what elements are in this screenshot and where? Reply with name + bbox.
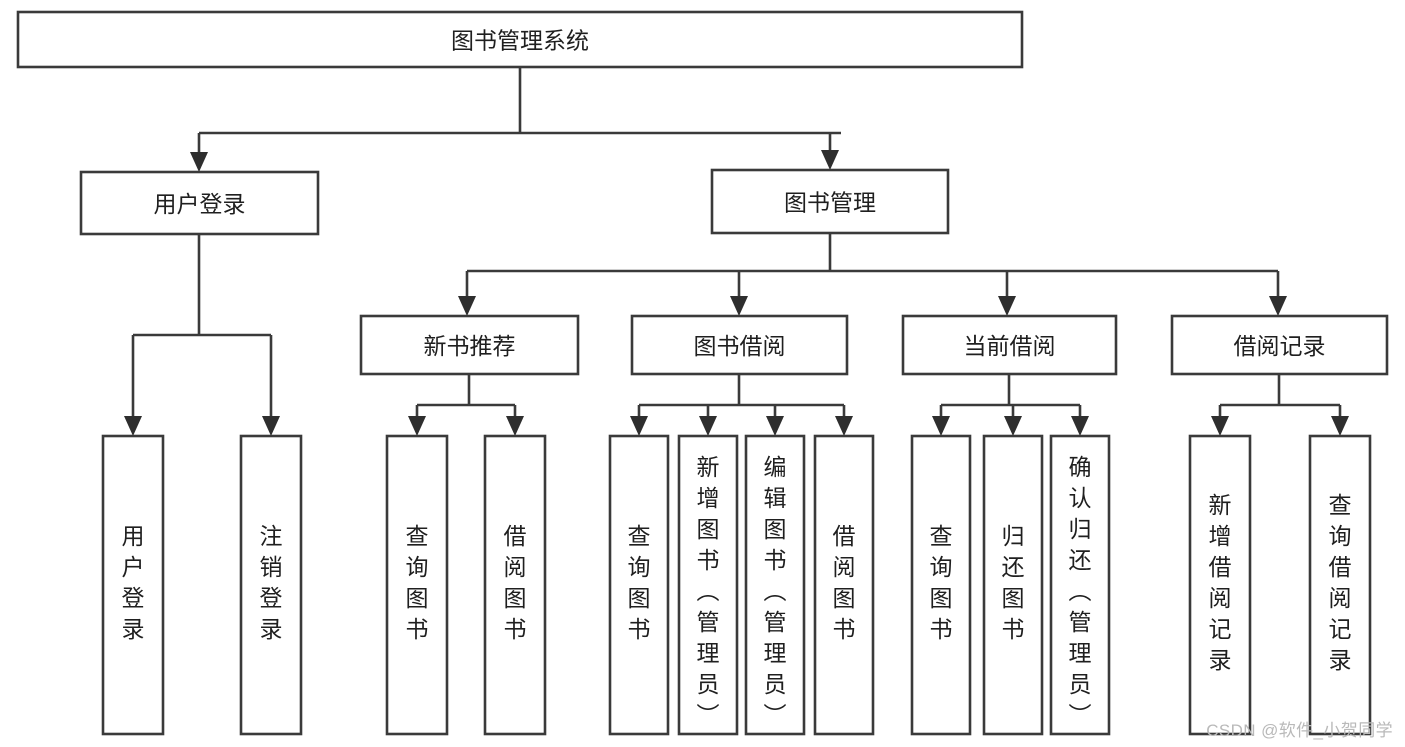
node-root-rect[interactable]	[16, 10, 1024, 69]
node-layer: 图书管理系统 用户登录 图书管理 新书推荐 图书借阅 当前借阅	[16, 10, 1389, 736]
node-new-book-recommend-rect[interactable]	[359, 314, 580, 376]
leaf-query-books-current-label: 查询图书	[930, 523, 953, 642]
leaf-add-borrow-record-label: 新增借阅记录	[1209, 492, 1232, 673]
arrowhead-to-leaf-11	[1211, 416, 1229, 436]
node-user-login-label: 用户登录	[154, 191, 246, 217]
leaf-add-borrow-record-rect[interactable]	[1188, 434, 1252, 736]
node-borrow-records[interactable]: 借阅记录	[1170, 314, 1389, 376]
arrowhead-to-book-mgmt	[821, 150, 839, 170]
arrowhead-to-new-books	[458, 296, 476, 316]
arrowhead-to-leaf-6	[766, 416, 784, 436]
node-new-book-recommend-label: 新书推荐	[424, 333, 516, 359]
leaf-logout-rect[interactable]	[239, 434, 303, 736]
leaf-query-books-recommend-rect[interactable]	[385, 434, 449, 736]
leaf-query-borrow-record-label: 查询借阅记录	[1329, 492, 1352, 673]
arrowhead-to-leaf-2	[408, 416, 426, 436]
node-root[interactable]: 图书管理系统	[16, 10, 1024, 69]
leaf-user-login-label: 用户登录	[122, 523, 145, 642]
leaf-query-books-borrow-rect[interactable]	[608, 434, 670, 736]
arrowhead-to-leaf-5	[699, 416, 717, 436]
node-borrow-records-rect[interactable]	[1170, 314, 1389, 376]
leaf-borrow-books-recommend[interactable]: 借阅图书	[483, 434, 547, 736]
leaf-query-books-current-rect[interactable]	[910, 434, 972, 736]
arrowhead-to-leaf-12	[1331, 416, 1349, 436]
leaf-edit-book-admin-rect[interactable]	[744, 434, 806, 736]
leaf-return-book-label: 归还图书	[1002, 523, 1025, 642]
node-current-borrow[interactable]: 当前借阅	[901, 314, 1118, 376]
arrowhead-to-leaf-1	[262, 416, 280, 436]
node-root-label: 图书管理系统	[451, 28, 589, 54]
node-new-book-recommend[interactable]: 新书推荐	[359, 314, 580, 376]
leaf-query-books-borrow[interactable]: 查询图书	[608, 434, 670, 736]
node-book-borrow[interactable]: 图书借阅	[630, 314, 849, 376]
node-book-borrow-label: 图书借阅	[694, 333, 786, 359]
node-book-borrow-rect[interactable]	[630, 314, 849, 376]
arrowhead-to-current	[998, 296, 1016, 316]
leaf-borrow-books-recommend-label: 借阅图书	[504, 523, 527, 642]
arrowhead-to-leaf-8	[932, 416, 950, 436]
node-borrow-records-label: 借阅记录	[1234, 333, 1326, 359]
node-current-borrow-rect[interactable]	[901, 314, 1118, 376]
arrowhead-to-user-login	[190, 152, 208, 172]
leaf-add-borrow-record[interactable]: 新增借阅记录	[1188, 434, 1252, 736]
leaf-query-books-recommend-label: 查询图书	[406, 523, 429, 642]
leaf-confirm-return-admin[interactable]: 确认归还︵管理员︶	[1049, 434, 1111, 736]
leaf-return-book[interactable]: 归还图书	[982, 434, 1044, 736]
leaf-confirm-return-admin-label: 确认归还︵管理员︶	[1069, 454, 1092, 728]
leaf-return-book-rect[interactable]	[982, 434, 1044, 736]
arrowhead-to-leaf-3	[506, 416, 524, 436]
leaf-query-books-recommend[interactable]: 查询图书	[385, 434, 449, 736]
node-user-login[interactable]: 用户登录	[79, 170, 320, 236]
leaf-edit-book-admin-label: 编辑图书︵管理员︶	[764, 454, 787, 728]
leaf-user-login[interactable]: 用户登录	[101, 434, 165, 736]
node-current-borrow-label: 当前借阅	[964, 333, 1056, 359]
arrowhead-to-leaf-7	[835, 416, 853, 436]
leaf-logout-label: 注销登录	[260, 523, 283, 642]
leaf-confirm-return-admin-rect[interactable]	[1049, 434, 1111, 736]
leaf-query-books-current[interactable]: 查询图书	[910, 434, 972, 736]
node-book-management-label: 图书管理	[784, 190, 876, 216]
connector-layer	[131, 67, 1342, 418]
leaf-borrow-book-rect[interactable]	[813, 434, 875, 736]
leaf-add-book-admin-rect[interactable]	[677, 434, 739, 736]
leaf-query-books-borrow-label: 查询图书	[628, 523, 651, 642]
node-book-management[interactable]: 图书管理	[710, 168, 950, 235]
leaf-logout[interactable]: 注销登录	[239, 434, 303, 736]
leaf-user-login-rect[interactable]	[101, 434, 165, 736]
arrowhead-to-leaf-4	[630, 416, 648, 436]
leaf-edit-book-admin[interactable]: 编辑图书︵管理员︶	[744, 434, 806, 736]
leaf-query-borrow-record[interactable]: 查询借阅记录	[1308, 434, 1372, 736]
leaf-query-borrow-record-rect[interactable]	[1308, 434, 1372, 736]
leaf-borrow-book-label: 借阅图书	[833, 523, 856, 642]
leaf-borrow-book[interactable]: 借阅图书	[813, 434, 875, 736]
arrowhead-to-leaf-10	[1071, 416, 1089, 436]
arrowhead-to-borrow	[730, 296, 748, 316]
leaf-borrow-books-recommend-rect[interactable]	[483, 434, 547, 736]
leaf-add-book-admin-label: 新增图书︵管理员︶	[697, 454, 720, 728]
leaf-add-book-admin[interactable]: 新增图书︵管理员︶	[677, 434, 739, 736]
arrowhead-to-leaf-9	[1004, 416, 1022, 436]
arrowhead-to-records	[1269, 296, 1287, 316]
arrowhead-to-leaf-0	[124, 416, 142, 436]
node-book-management-rect[interactable]	[710, 168, 950, 235]
node-user-login-rect[interactable]	[79, 170, 320, 236]
